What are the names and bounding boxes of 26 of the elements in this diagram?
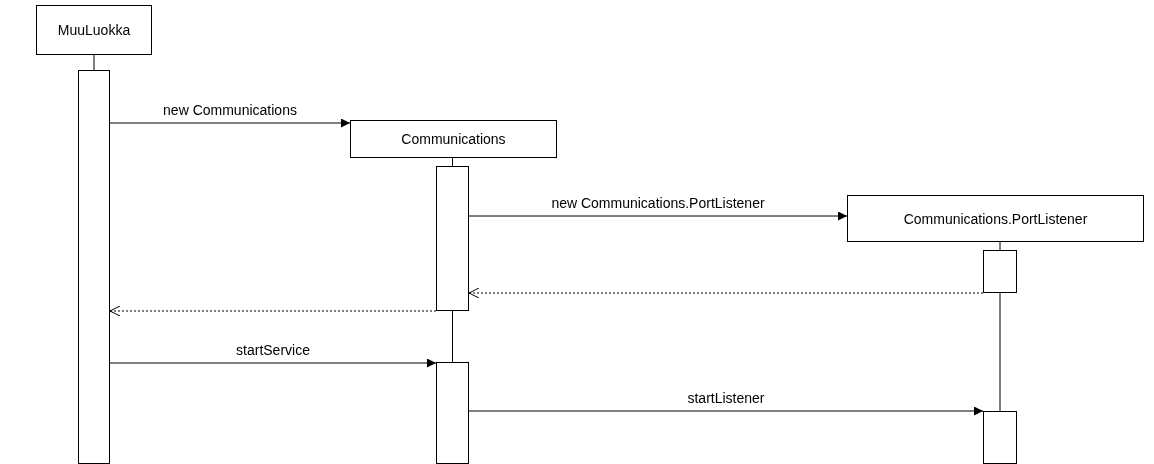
lifeline <box>999 241 1001 251</box>
object-box <box>350 120 557 158</box>
object-box <box>847 195 1144 242</box>
object-name: MuuLuokka <box>57 22 131 38</box>
activation-bar <box>983 411 1017 464</box>
object-name: Communications <box>401 131 506 147</box>
edge-label: new Communications <box>161 102 299 118</box>
activation-bar <box>436 166 469 311</box>
edge-label: startService <box>234 342 312 358</box>
message-arrow <box>109 118 351 128</box>
object-box <box>36 5 152 55</box>
lifeline <box>452 157 453 167</box>
return-arrow <box>109 305 437 317</box>
activation-bar <box>436 362 469 464</box>
message-arrow <box>468 211 848 221</box>
edge-label: startListener <box>685 390 767 406</box>
lifeline <box>999 292 1001 412</box>
lifeline <box>452 310 453 363</box>
lifeline <box>93 54 95 71</box>
activation-bar <box>78 70 110 464</box>
return-arrow <box>468 287 984 299</box>
message-arrow <box>109 358 437 368</box>
edge-label: new Communications.PortListener <box>549 195 767 211</box>
activation-bar <box>983 250 1017 293</box>
object-name: Communications.PortListener <box>903 210 1088 227</box>
message-arrow <box>468 406 984 416</box>
